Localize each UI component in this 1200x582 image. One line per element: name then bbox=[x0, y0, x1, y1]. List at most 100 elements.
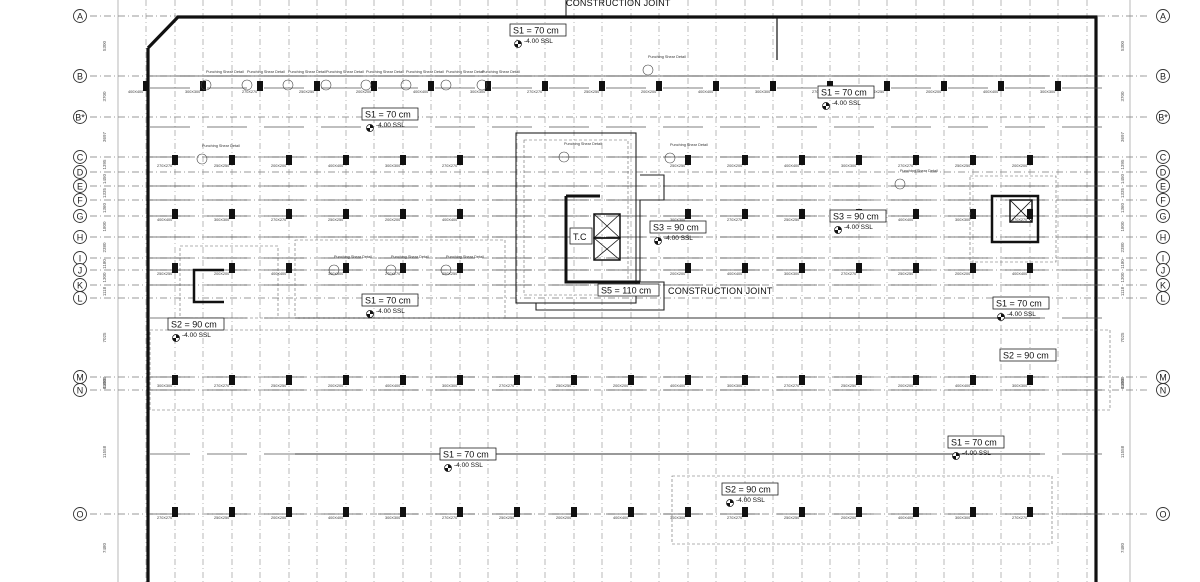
grid-bubble-label: F bbox=[1160, 196, 1166, 206]
column-tag: 400X400 bbox=[157, 218, 172, 222]
svg-text:Punching Shear Detail: Punching Shear Detail bbox=[446, 70, 484, 74]
column-tag: 200X200 bbox=[556, 516, 571, 520]
column bbox=[799, 155, 805, 165]
punching-shear-note: Punching Shear Detail bbox=[328, 255, 372, 276]
grid-dimension-value: 11558 bbox=[102, 445, 107, 458]
grid-dimension-value: 1300 bbox=[102, 272, 107, 283]
column bbox=[941, 81, 947, 91]
punching-shear-note: Punching Shear Detail bbox=[360, 70, 404, 91]
grid-bubble-label: J bbox=[78, 266, 83, 276]
column-tag: 270X270 bbox=[1012, 516, 1027, 520]
column-tag: 400X400 bbox=[328, 164, 343, 168]
grid-dimension-value: 5300 bbox=[102, 40, 107, 51]
column-tag: 250X250 bbox=[784, 516, 799, 520]
column bbox=[970, 375, 976, 385]
grid-bubble-label: A bbox=[1160, 12, 1166, 22]
column bbox=[599, 81, 605, 91]
column-tag: 250X250 bbox=[670, 164, 685, 168]
slab-tag-label: S3 = 90 cm bbox=[833, 212, 879, 222]
slab-tag-label: S3 = 90 cm bbox=[653, 223, 699, 233]
construction-joint-label-mid: CONSTRUCTION JOINT bbox=[668, 286, 773, 296]
grid-bubble-M-right: M bbox=[1156, 370, 1170, 384]
column-tag: 270X270 bbox=[385, 272, 400, 276]
column-tag: 250X250 bbox=[214, 164, 229, 168]
column-tag: 250X250 bbox=[157, 272, 172, 276]
column-tag: 300X300 bbox=[157, 384, 172, 388]
column bbox=[457, 155, 463, 165]
slab-tag-box bbox=[439, 447, 497, 461]
column-tag: 300X300 bbox=[1012, 384, 1027, 388]
svg-text:Punching Shear Detail: Punching Shear Detail bbox=[202, 144, 240, 148]
grid-bubble-label: D bbox=[77, 168, 84, 178]
slab-tag-label: S1 = 70 cm bbox=[365, 110, 411, 120]
column-tag: 200X200 bbox=[926, 90, 941, 94]
grid-dimension-value: 2380 bbox=[102, 242, 107, 253]
column-tag: 270X270 bbox=[242, 90, 257, 94]
overall-dimension: 65000 bbox=[1120, 376, 1125, 389]
column-tag: 200X200 bbox=[613, 384, 628, 388]
column bbox=[913, 263, 919, 273]
column-tag: 270X270 bbox=[527, 90, 542, 94]
grid-bubble-label: E bbox=[77, 182, 83, 192]
column-tag: 270X270 bbox=[841, 272, 856, 276]
dashed-areas bbox=[149, 239, 1111, 545]
column bbox=[229, 507, 235, 517]
grid-dimension-value: 1800 bbox=[102, 221, 107, 232]
column-tag: 250X250 bbox=[898, 272, 913, 276]
punching-shear-note: Punching Shear Detail bbox=[400, 70, 444, 91]
column bbox=[970, 507, 976, 517]
column-tag: 250X250 bbox=[499, 516, 514, 520]
dashed-area bbox=[671, 475, 1053, 545]
grid-bubble-B*-right: B* bbox=[1156, 110, 1170, 124]
column bbox=[799, 209, 805, 219]
column-tag: 400X400 bbox=[727, 272, 742, 276]
column bbox=[1027, 263, 1033, 273]
slab-tag-box bbox=[999, 348, 1057, 362]
grid-dimension-value: 1180 bbox=[1120, 259, 1125, 269]
column bbox=[856, 507, 862, 517]
slab-tag: S1 = 70 cm-4.00 SSL bbox=[361, 293, 419, 318]
column-tag: 400X400 bbox=[898, 516, 913, 520]
column-tag: 250X250 bbox=[869, 90, 884, 94]
column bbox=[571, 375, 577, 385]
column bbox=[1027, 375, 1033, 385]
grid-dimension-value: 7480 bbox=[102, 542, 107, 553]
column-tag: 270X270 bbox=[271, 218, 286, 222]
grid-bubble-J-left: J bbox=[73, 263, 87, 277]
left-stair bbox=[179, 245, 279, 319]
columns: 400X400 300X300 270X270 250X250 200X200 400X4… bbox=[128, 81, 1061, 520]
column-tag: 270X270 bbox=[442, 164, 457, 168]
column bbox=[713, 81, 719, 91]
column bbox=[314, 81, 320, 91]
grid-dimension-value: 1118 bbox=[102, 286, 107, 296]
column bbox=[571, 507, 577, 517]
grid-dimension-value: 1180 bbox=[102, 259, 107, 269]
slab-tag-level: -4.00 SSL bbox=[376, 122, 405, 129]
svg-text:Punching Shear Detail: Punching Shear Detail bbox=[366, 70, 404, 74]
slab-tag: S1 = 70 cm-4.00 SSL bbox=[439, 447, 497, 472]
column bbox=[457, 209, 463, 219]
column-tag: 200X200 bbox=[670, 272, 685, 276]
column-tag: 250X250 bbox=[299, 90, 314, 94]
grid-dimension-value: 11558 bbox=[1120, 445, 1125, 458]
slab-tag: S2 = 90 cm bbox=[999, 348, 1057, 362]
column bbox=[970, 209, 976, 219]
column bbox=[970, 155, 976, 165]
grid-bubble-L-right: L bbox=[1156, 291, 1170, 305]
svg-text:Punching Shear Detail: Punching Shear Detail bbox=[247, 70, 285, 74]
grid-dimension-value: 7025 bbox=[1120, 332, 1125, 343]
slab-tag-level: -4.00 SSL bbox=[524, 38, 553, 45]
column bbox=[685, 209, 691, 219]
grid-bubble-label: G bbox=[1159, 212, 1166, 222]
grid-bubble-label: M bbox=[76, 373, 84, 383]
grid-bubble-A-left: A bbox=[73, 9, 87, 23]
slab-tag-box bbox=[817, 85, 875, 99]
slab-tag-box bbox=[167, 317, 225, 331]
grid-bubble-label: O bbox=[1159, 510, 1166, 520]
grid-bubble-label: F bbox=[77, 196, 83, 206]
column bbox=[770, 81, 776, 91]
punching-shear-note: Punching Shear Detail bbox=[200, 70, 244, 91]
column-tag: 200X200 bbox=[385, 218, 400, 222]
